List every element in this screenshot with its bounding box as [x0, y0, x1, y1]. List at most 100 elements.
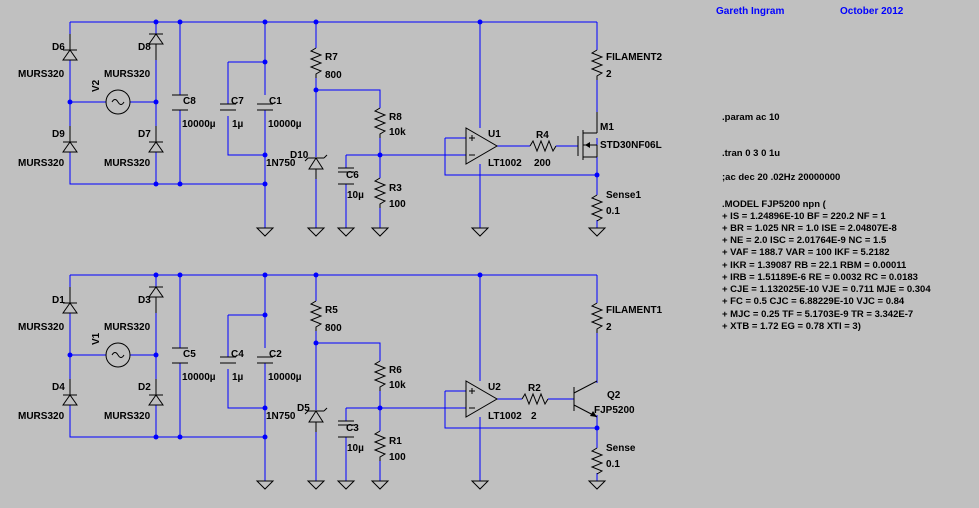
val-c3: 10µ: [347, 443, 364, 454]
ref-r8: R8: [389, 112, 402, 123]
resistor-r8[interactable]: [373, 107, 387, 138]
model-line: + NE = 2.0 ISC = 2.01764E-9 NC = 1.5: [722, 235, 887, 246]
part-d6: MURS320: [18, 69, 65, 80]
resistor-r7[interactable]: [309, 47, 323, 78]
ref-c6: C6: [346, 170, 359, 181]
diode-d8[interactable]: [148, 33, 164, 60]
capacitor-c8[interactable]: [172, 94, 188, 111]
tran-directive[interactable]: .tran 0 3 0 1u: [722, 148, 780, 159]
ref-r1: R1: [389, 436, 402, 447]
date-label: October 2012: [840, 6, 904, 17]
resistor-r4[interactable]: [529, 139, 557, 153]
part-u2: LT1002: [488, 411, 522, 422]
model-directive[interactable]: .MODEL FJP5200 npn ( + IS = 1.24896E-10 …: [722, 199, 931, 332]
capacitor-c2[interactable]: [257, 356, 273, 364]
val-c5: 10000µ: [182, 372, 216, 383]
capacitor-c1[interactable]: [257, 103, 273, 111]
circuit-top: D6 MURS320 D9 MURS320 D8 MURS320 D7 MURS…: [18, 19, 663, 237]
part-d5: 1N750: [266, 411, 296, 422]
ref-u1: U1: [488, 129, 501, 140]
model-line: .MODEL FJP5200 npn (: [722, 199, 827, 210]
model-line: + BR = 1.025 NR = 1.0 ISE = 2.04807E-8: [722, 223, 897, 234]
zener-d5[interactable]: [304, 407, 328, 432]
mosfet-m1[interactable]: [577, 112, 598, 160]
ref-d6: D6: [52, 42, 65, 53]
diode-d2[interactable]: [148, 379, 164, 406]
circuit-bottom: D1 MURS320 D4 MURS320 D3 MURS320 D2 MURS…: [18, 272, 663, 490]
model-line: + IKR = 1.39087 RB = 22.1 RBM = 0.00011: [722, 260, 907, 271]
junctions-top: [67, 19, 600, 187]
part-d9: MURS320: [18, 158, 65, 169]
part-u1: LT1002: [488, 158, 522, 169]
opamp-u2[interactable]: [465, 380, 498, 418]
part-d7: MURS320: [104, 158, 151, 169]
capacitor-c4[interactable]: [220, 356, 236, 364]
val-sense1: 0.1: [606, 206, 620, 217]
ref-d3: D3: [138, 295, 151, 306]
bjt-q2[interactable]: [573, 380, 598, 418]
ref-filament1: FILAMENT1: [606, 305, 663, 316]
part-d1: MURS320: [18, 322, 65, 333]
ref-v2: V2: [91, 79, 102, 92]
ref-r3: R3: [389, 183, 402, 194]
ref-m1: M1: [600, 122, 614, 133]
part-q2: FJP5200: [594, 405, 635, 416]
ref-sense: Sense: [606, 443, 636, 454]
resistor-r1[interactable]: [373, 430, 387, 461]
resistor-filament2[interactable]: [590, 49, 604, 80]
resistor-filament1[interactable]: [590, 302, 604, 333]
val-r4: 200: [534, 158, 551, 169]
diode-d3[interactable]: [148, 286, 164, 313]
diode-d7[interactable]: [148, 141, 164, 153]
voltage-source-v2[interactable]: [105, 89, 131, 115]
ground-symbols-top: [255, 227, 607, 237]
val-r6: 10k: [389, 380, 406, 391]
capacitor-c7[interactable]: [220, 103, 236, 111]
voltage-source-v1[interactable]: [105, 342, 131, 368]
ref-c3: C3: [346, 423, 359, 434]
opamp-u1[interactable]: [465, 127, 498, 165]
ref-c8: C8: [183, 96, 196, 107]
val-r3: 100: [389, 199, 406, 210]
part-d3: MURS320: [104, 322, 151, 333]
val-c7: 1µ: [232, 119, 244, 130]
zener-d10[interactable]: [304, 154, 328, 179]
val-r7: 800: [325, 70, 342, 81]
param-directive[interactable]: .param ac 10: [722, 112, 780, 123]
val-c2: 10000µ: [268, 372, 302, 383]
diode-d4[interactable]: [62, 379, 78, 406]
diode-d6[interactable]: [62, 49, 78, 61]
ac-directive[interactable]: ;ac dec 20 .02Hz 20000000: [722, 172, 840, 183]
junctions-bottom: [67, 272, 600, 440]
capacitor-c6[interactable]: [338, 167, 354, 185]
capacitor-c3[interactable]: [338, 420, 354, 438]
val-c4: 1µ: [232, 372, 244, 383]
ref-c7: C7: [231, 96, 244, 107]
part-m1: STD30NF06L: [600, 140, 662, 151]
resistor-r5[interactable]: [309, 300, 323, 331]
resistor-sense1[interactable]: [590, 194, 604, 222]
resistor-r3[interactable]: [373, 177, 387, 208]
ground-symbols-bottom: [255, 480, 607, 490]
diode-d9[interactable]: [62, 141, 78, 153]
resistor-sense[interactable]: [590, 447, 604, 475]
model-line: + FC = 0.5 CJC = 6.88229E-10 VJC = 0.84: [722, 296, 905, 307]
ref-r7: R7: [325, 52, 338, 63]
ref-d2: D2: [138, 382, 151, 393]
wires-bottom: [69, 274, 598, 481]
diode-d1[interactable]: [62, 287, 78, 314]
ref-sense1: Sense1: [606, 190, 641, 201]
ref-u2: U2: [488, 382, 501, 393]
capacitor-c5[interactable]: [172, 347, 188, 364]
ref-d8: D8: [138, 42, 151, 53]
val-filament1: 2: [606, 322, 612, 333]
val-r2: 2: [531, 411, 537, 422]
part-d8: MURS320: [104, 69, 151, 80]
val-c1: 10000µ: [268, 119, 302, 130]
ref-v1: V1: [91, 332, 102, 345]
model-line: + MJC = 0.25 TF = 5.1703E-9 TR = 3.342E-…: [722, 309, 913, 320]
resistor-r6[interactable]: [373, 360, 387, 391]
resistor-r2[interactable]: [521, 392, 549, 406]
ref-c2: C2: [269, 349, 282, 360]
